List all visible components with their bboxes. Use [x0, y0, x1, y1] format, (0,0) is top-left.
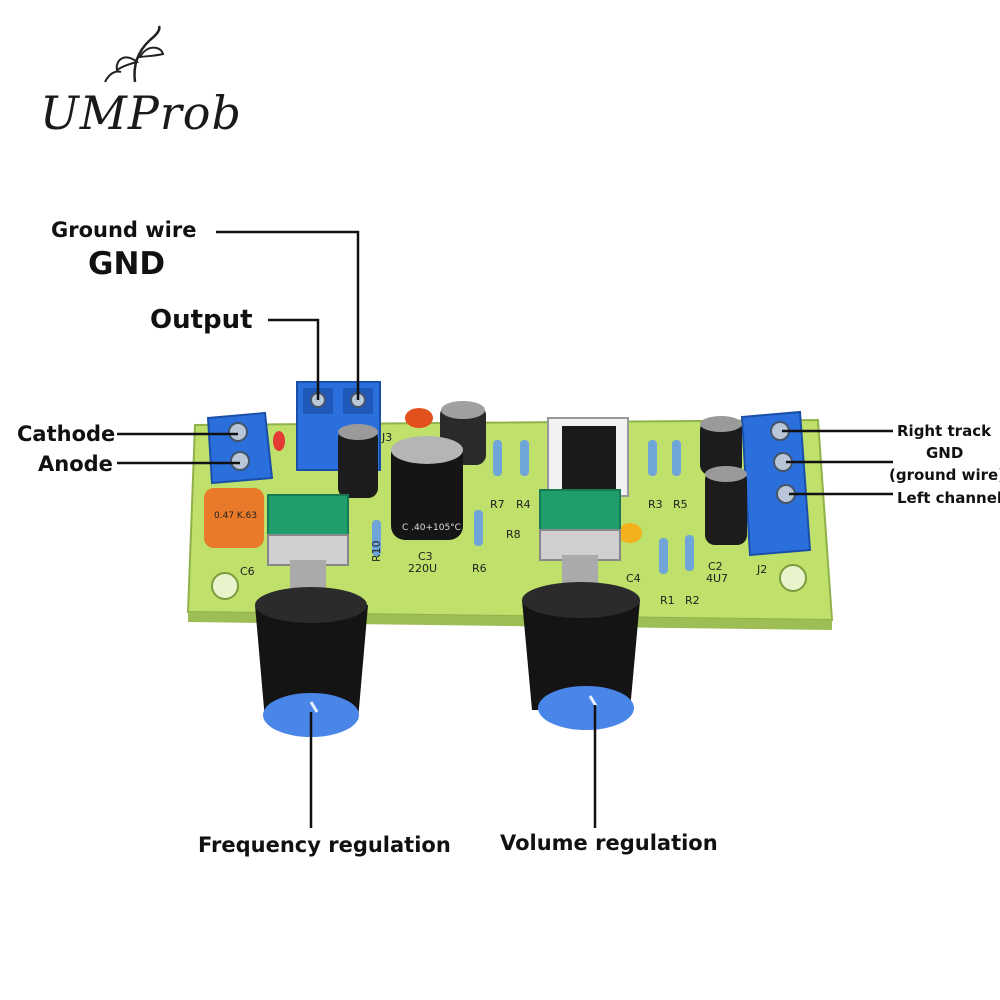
silk-r5: R5	[673, 498, 688, 511]
label-anode: Anode	[38, 452, 113, 476]
silk-c3-value: 220U	[408, 562, 437, 575]
callout-lines	[117, 230, 893, 828]
volume-potentiometer	[539, 489, 621, 585]
silk-r6: R6	[472, 562, 487, 575]
frequency-potentiometer	[267, 494, 349, 590]
silk-r1: R1	[660, 594, 675, 607]
film-capacitor	[204, 488, 264, 548]
label-right-track: Right track	[897, 422, 992, 440]
op-amp-chip	[547, 417, 629, 497]
mounting-hole	[779, 564, 807, 592]
volume-knob	[522, 582, 640, 730]
silk-j3: J3	[381, 431, 392, 444]
led	[273, 431, 285, 451]
input-terminal-block	[740, 410, 812, 557]
label-cathode: Cathode	[17, 422, 116, 446]
label-gnd-right: GND	[926, 444, 964, 462]
silk-r3: R3	[648, 498, 663, 511]
label-gnd: GND	[88, 246, 166, 282]
silk-r7: R7	[490, 498, 505, 511]
leader-ground-wire	[216, 230, 360, 400]
resistors	[372, 440, 694, 574]
silk-c2-value: 4U7	[706, 572, 728, 585]
silk-cap-rating: C .40+105°C	[402, 523, 461, 533]
silk-c2: C2	[708, 560, 723, 573]
silk-r2: R2	[685, 594, 700, 607]
label-output: Output	[150, 305, 253, 335]
label-volume-regulation: Volume regulation	[500, 831, 718, 855]
silk-r10: R10	[370, 540, 383, 562]
power-terminal-block	[206, 411, 274, 485]
silk-c4: C4	[626, 572, 641, 585]
label-left-channel: Left channel	[897, 489, 1000, 507]
brand-logo: UMProb	[40, 86, 242, 140]
silk-r4: R4	[516, 498, 531, 511]
mounting-hole	[211, 572, 239, 600]
electrolytic-capacitors	[338, 401, 747, 545]
leader-output	[268, 318, 320, 400]
frequency-knob	[255, 587, 368, 737]
label-frequency-regulation: Frequency regulation	[198, 833, 451, 857]
label-ground-wire-right: (ground wire)	[889, 466, 1000, 484]
butterfly-logo-icon	[104, 25, 165, 83]
silk-c6: C6	[240, 565, 255, 578]
silk-r8: R8	[506, 528, 521, 541]
silk-j2: J2	[756, 563, 767, 576]
silk-c3: C3	[418, 550, 433, 563]
label-ground-wire: Ground wire	[51, 218, 197, 242]
silk-film-cap-marking: 0.47 K.63	[214, 511, 257, 521]
